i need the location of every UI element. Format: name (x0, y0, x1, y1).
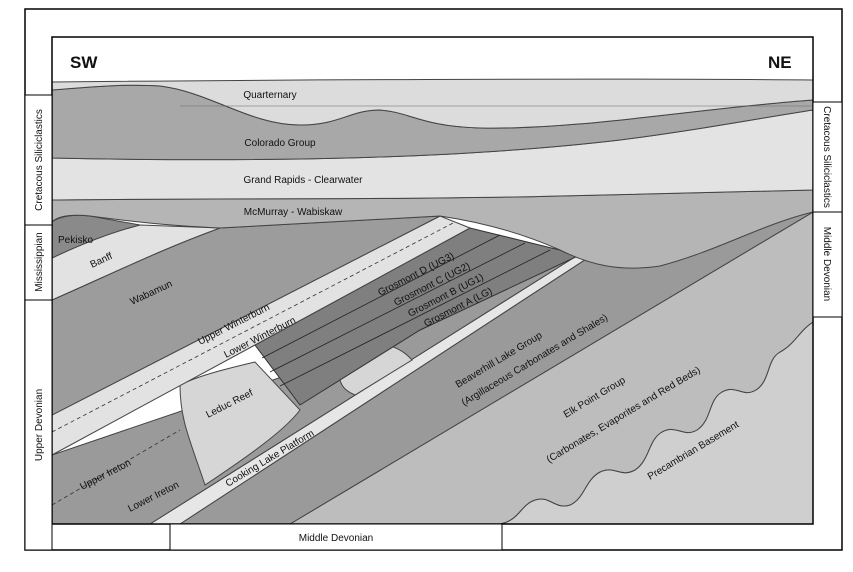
winterburn-dashed-line (52, 221, 456, 433)
label-pekisko: Pekisko (58, 235, 93, 246)
left-label-upper-devonian: Upper Devonian (34, 389, 45, 461)
strata (52, 37, 813, 524)
right-label-middle-devonian: Middle Devonian (821, 227, 832, 302)
left-box-upper-devonian (24, 299, 53, 551)
label-quarternary: Quarternary (243, 90, 296, 101)
left-label-cretaceous: Cretacous Siliciclastics (34, 109, 45, 211)
grosmont-line-2 (269, 242, 526, 373)
direction-ne: NE (768, 53, 792, 72)
right-label-cretaceous: Cretacous Siliciclastics (821, 106, 832, 208)
ireton-dashed-line (52, 429, 181, 506)
direction-sw: SW (70, 53, 98, 72)
label-mcmurray: McMurray - Wabiskaw (244, 207, 343, 218)
bottom-label-middle-devonian: Middle Devonian (299, 533, 374, 544)
right-box-cretaceous (812, 101, 843, 213)
grosmont-line-3 (279, 249, 551, 387)
bottom-box-middle-devonian (169, 523, 503, 551)
label-grand-rapids: Grand Rapids - Clearwater (244, 175, 364, 186)
left-box-cretaceous (24, 94, 53, 226)
quarternary (52, 78, 813, 129)
grosmont-line-1 (261, 234, 501, 359)
label-colorado-group: Colorado Group (244, 138, 316, 149)
left-label-mississippian: Mississippian (34, 232, 45, 291)
right-box-middle-devonian (812, 211, 843, 318)
left-box-mississippian (24, 224, 53, 301)
leduc-reef (179, 361, 301, 486)
